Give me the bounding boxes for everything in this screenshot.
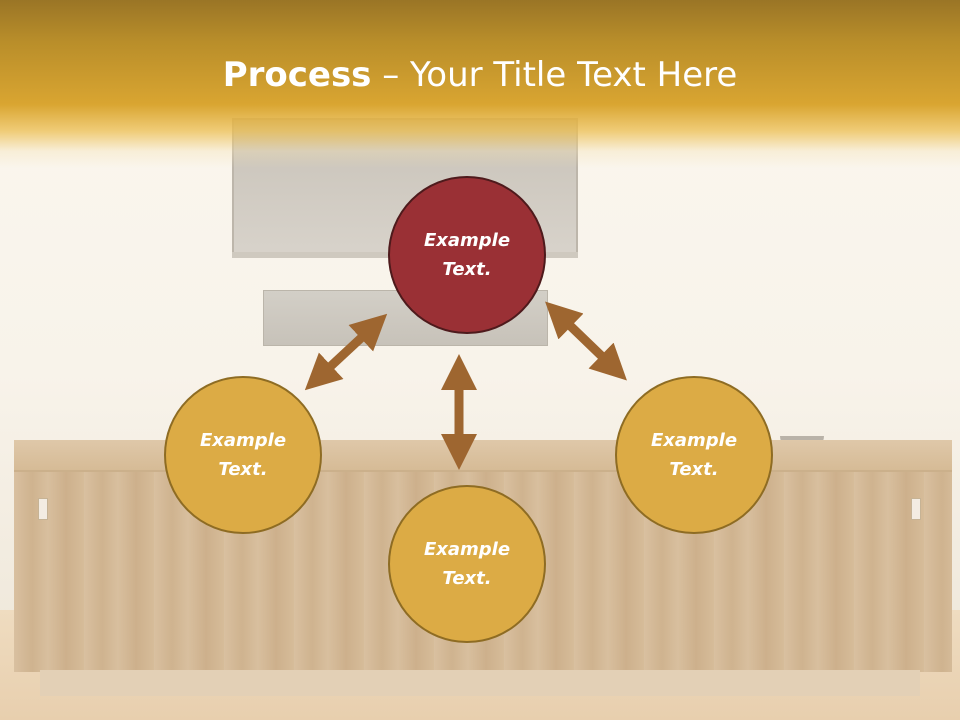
arrow-top-right — [545, 301, 627, 381]
process-node-left[interactable]: Example Text. — [164, 376, 322, 534]
process-node-top[interactable]: Example Text. — [388, 176, 546, 334]
background-cabinet-base — [40, 670, 920, 696]
title-bold: Process — [222, 55, 372, 95]
process-node-left-label: Example Text. — [199, 430, 287, 480]
process-node-bottom-label: Example Text. — [423, 539, 511, 589]
title-rest: – Your Title Text Here — [371, 55, 738, 95]
cabinet-handle-left — [38, 498, 48, 520]
cabinet-handle-right — [911, 498, 921, 520]
process-node-right[interactable]: Example Text. — [615, 376, 773, 534]
arrow-top-left — [304, 313, 388, 391]
process-node-right-label: Example Text. — [650, 430, 738, 480]
title-banner — [0, 0, 960, 168]
slide-title: Process – Your Title Text Here — [0, 52, 960, 98]
process-node-bottom[interactable]: Example Text. — [388, 485, 546, 643]
process-node-top-label: Example Text. — [423, 230, 511, 280]
